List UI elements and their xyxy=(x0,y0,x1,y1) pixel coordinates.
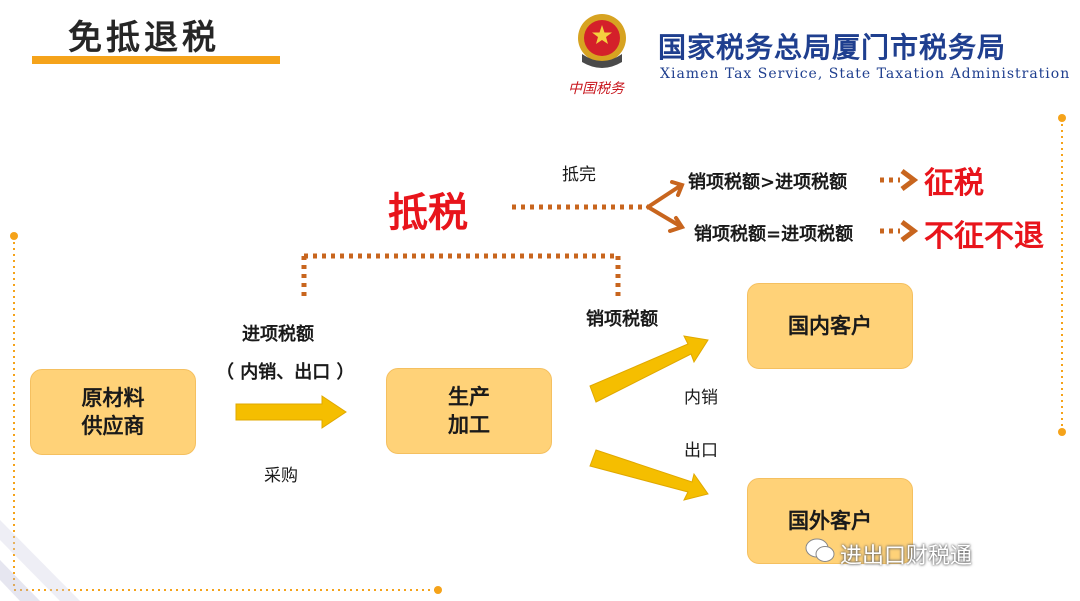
result-levy-label: 征税 xyxy=(924,166,984,201)
production-node: 生产加工 xyxy=(386,368,552,454)
frame-dot xyxy=(1058,428,1066,436)
production-label-2: 加工 xyxy=(448,413,490,437)
supplier-label-1: 原材料 xyxy=(81,385,145,410)
frame-border xyxy=(13,118,1063,591)
purchase-arrow xyxy=(235,395,347,429)
supplier-label-2: 供应商 xyxy=(81,414,145,438)
result-arrow-levy-head xyxy=(900,169,919,191)
branch-arrows xyxy=(646,180,686,233)
result-none-label: 不征不退 xyxy=(924,219,1044,254)
watermark-text: 进出口财税通 xyxy=(840,544,973,569)
frame-dot xyxy=(10,232,18,240)
wechat-icon xyxy=(805,538,835,562)
page-title: 免抵退税 xyxy=(68,18,220,58)
offset-bracket xyxy=(301,253,621,296)
input-tax-scope-label: （ 内销、出口 ） xyxy=(216,362,355,383)
supplier-node: 原材料供应商 xyxy=(30,369,196,455)
production-label-1: 生产 xyxy=(448,384,490,409)
result-arrow-none-head xyxy=(900,220,919,242)
condition-equal-label: 销项税额=进项税额 xyxy=(694,224,854,245)
domestic-customer-label: 国内客户 xyxy=(788,313,872,338)
input-tax-label: 进项税额 xyxy=(242,324,314,345)
tax-emblem-icon xyxy=(578,14,626,68)
offset-done-label: 抵完 xyxy=(562,165,596,185)
export-arrow xyxy=(589,449,709,501)
domestic-sale-label: 内销 xyxy=(684,388,718,408)
domestic-customer-node: 国内客户 xyxy=(747,283,913,369)
frame-dot xyxy=(1058,114,1066,122)
corner-decoration xyxy=(0,520,80,601)
output-tax-label: 销项税额 xyxy=(586,309,658,330)
export-label: 出口 xyxy=(684,441,718,461)
condition-greater-label: 销项税额>进项税额 xyxy=(688,172,848,193)
frame-dot xyxy=(434,586,442,594)
org-name-en: Xiamen Tax Service, State Taxation Admin… xyxy=(660,66,1071,82)
offset-tax-label: 抵税 xyxy=(388,190,468,236)
purchase-label: 采购 xyxy=(264,466,298,486)
logo-signature: 中国税务 xyxy=(568,81,624,97)
org-name-cn: 国家税务总局厦门市税务局 xyxy=(658,31,1007,64)
foreign-customer-label: 国外客户 xyxy=(788,508,872,533)
title-underline xyxy=(32,56,280,64)
domestic-arrow xyxy=(589,335,709,403)
